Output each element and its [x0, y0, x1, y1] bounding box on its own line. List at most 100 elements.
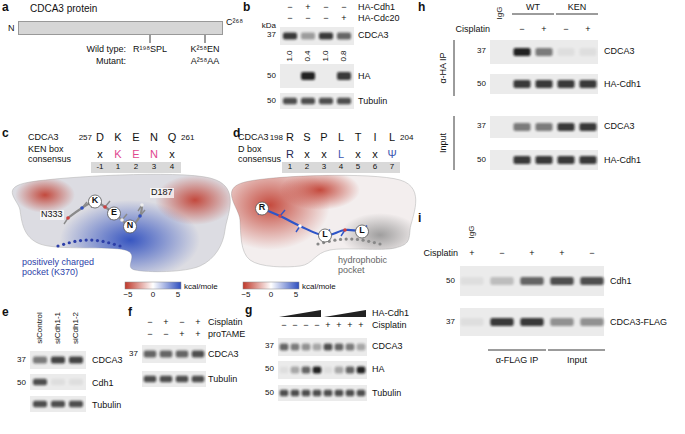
protein-band — [176, 350, 188, 357]
blot-membrane — [280, 93, 354, 109]
residue-marker — [356, 225, 369, 238]
figure-label: − — [305, 14, 310, 24]
position-band: -11234 — [91, 162, 181, 173]
figure-label: − — [179, 318, 184, 328]
protein-band — [192, 376, 204, 382]
figure-label: − — [292, 321, 297, 331]
titration-wedge — [324, 310, 366, 317]
figure-label: 37 — [267, 31, 276, 40]
figure-label: WT — [526, 3, 540, 13]
sequence-residue: L — [389, 131, 395, 143]
protein-schematic: CDCA3 protein — [18, 3, 223, 36]
figure-label: positively charged pocket (K370) — [22, 258, 117, 278]
blot-membrane — [278, 385, 367, 401]
figure-label: 204 — [400, 134, 413, 143]
residue-marker — [108, 207, 121, 220]
residue-label: L — [359, 226, 365, 236]
protein-band — [51, 401, 65, 407]
protein-band — [490, 277, 513, 285]
protein-band — [280, 366, 289, 373]
protein-band — [579, 80, 596, 88]
pocket-dot — [96, 239, 99, 242]
protein-title: CDCA3 protein — [30, 3, 97, 14]
protein-band — [520, 318, 543, 326]
protein-band — [160, 350, 172, 357]
protein-band — [283, 98, 297, 104]
figure-label: 50 — [477, 156, 486, 165]
figure-label: − — [323, 3, 328, 13]
guide-line — [454, 40, 455, 96]
sequence-residue: Ψ — [387, 148, 396, 160]
panel-letter: e — [2, 306, 9, 319]
figure-label: 0.8 — [340, 50, 349, 61]
protein-band — [301, 72, 315, 80]
residue-marker — [256, 202, 269, 215]
blot-membrane — [142, 371, 206, 387]
figure-label: R¹⁹⁸SPL — [133, 45, 167, 55]
protein-band — [460, 277, 483, 285]
pocket-dot — [85, 238, 88, 241]
guide-line — [512, 14, 554, 15]
blot-membrane — [280, 64, 354, 88]
residue-marker — [89, 195, 102, 208]
figure-label: Input — [567, 356, 587, 366]
protein-band — [33, 356, 47, 363]
pocket-dot — [73, 240, 76, 243]
blot-membrane — [30, 396, 86, 412]
guide-line — [205, 35, 206, 43]
figure-label: HA-Cdc20 — [358, 14, 400, 24]
figure-label: Tubulin — [358, 97, 387, 107]
figure-label: Cdh1 — [610, 277, 632, 287]
position-band: 1234567 — [282, 162, 400, 173]
figure-label: CDCA3 — [28, 133, 59, 143]
figure-label: siCdh1-1 — [54, 312, 63, 344]
figure-label: 37 — [446, 318, 455, 327]
pocket-dot — [107, 241, 110, 244]
figure-label: 50 — [265, 365, 274, 374]
figure-label: − — [589, 249, 594, 259]
sequence-residue: P — [320, 131, 327, 143]
protein-band — [579, 48, 596, 56]
figure-label: α-HA IP — [439, 52, 449, 83]
figure-label: − — [147, 318, 152, 328]
protein-band — [513, 80, 530, 88]
figure-label: − — [147, 330, 152, 340]
protein-band — [301, 98, 315, 104]
protein-band — [176, 376, 188, 382]
atom — [80, 206, 84, 210]
figure-label: KEN — [568, 3, 587, 13]
figure-label: − — [287, 14, 292, 24]
residue-label: E — [111, 208, 117, 218]
protein-band — [520, 277, 543, 285]
figure-label: + — [529, 249, 534, 259]
pocket-dot — [101, 240, 104, 243]
sequence-residue: D — [96, 131, 104, 143]
figure-label: + — [325, 321, 330, 331]
protein-band — [302, 366, 311, 373]
pocket-dot — [113, 243, 116, 246]
protein-band — [580, 318, 603, 326]
figure-label: 0.4 — [304, 50, 313, 61]
sequence-residue: x — [304, 148, 310, 160]
sequence-residue: R — [286, 131, 294, 143]
figure-label: CDCA3 — [604, 122, 635, 132]
position-number: -1 — [96, 163, 103, 172]
potential-colorbar — [125, 282, 181, 289]
figure-label: 50 — [446, 277, 455, 286]
figure-label: KEN box consensus — [28, 145, 78, 165]
blot-membrane — [490, 40, 598, 64]
protein-band — [291, 390, 300, 396]
figure-label: A²⁵⁸AA — [191, 57, 220, 67]
pocket-dot — [333, 239, 336, 242]
sequence-residue: x — [169, 148, 175, 160]
figure-label: + — [341, 14, 346, 24]
blot-membrane — [490, 116, 598, 138]
position-number: 2 — [305, 163, 309, 172]
figure-label: + — [347, 321, 352, 331]
protein-band — [313, 366, 322, 373]
figure-label: Wild type: — [86, 45, 126, 55]
position-number: 3 — [152, 163, 156, 172]
position-number: 6 — [373, 163, 377, 172]
protein-band — [346, 343, 355, 350]
guide-line — [556, 14, 598, 15]
